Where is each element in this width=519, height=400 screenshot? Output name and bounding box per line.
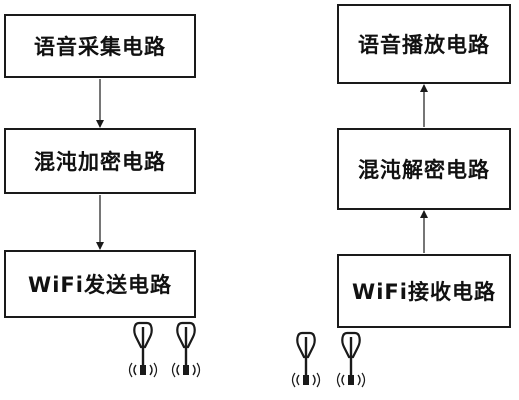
antenna-icon xyxy=(336,331,366,388)
wifi-receive-circuit-label: WiFi接收电路 xyxy=(352,280,496,304)
antenna-icon xyxy=(128,321,158,378)
chaos-decryption-circuit-label: 混沌解密电路 xyxy=(358,158,490,182)
wifi-transmit-circuit-box: WiFi发送电路 xyxy=(4,250,196,318)
chaos-encryption-circuit-label: 混沌加密电路 xyxy=(34,150,166,174)
antenna-icon xyxy=(171,321,201,378)
voice-playback-circuit-label: 语音播放电路 xyxy=(358,33,490,57)
wifi-transmit-circuit-label: WiFi发送电路 xyxy=(28,273,172,297)
antenna-icon xyxy=(291,331,321,388)
voice-capture-circuit-label: 语音采集电路 xyxy=(34,35,166,59)
voice-playback-circuit-box: 语音播放电路 xyxy=(337,4,511,84)
wifi-receive-circuit-box: WiFi接收电路 xyxy=(337,254,511,328)
chaos-decryption-circuit-box: 混沌解密电路 xyxy=(337,128,511,210)
voice-capture-circuit-box: 语音采集电路 xyxy=(4,14,196,78)
chaos-encryption-circuit-box: 混沌加密电路 xyxy=(4,128,196,194)
